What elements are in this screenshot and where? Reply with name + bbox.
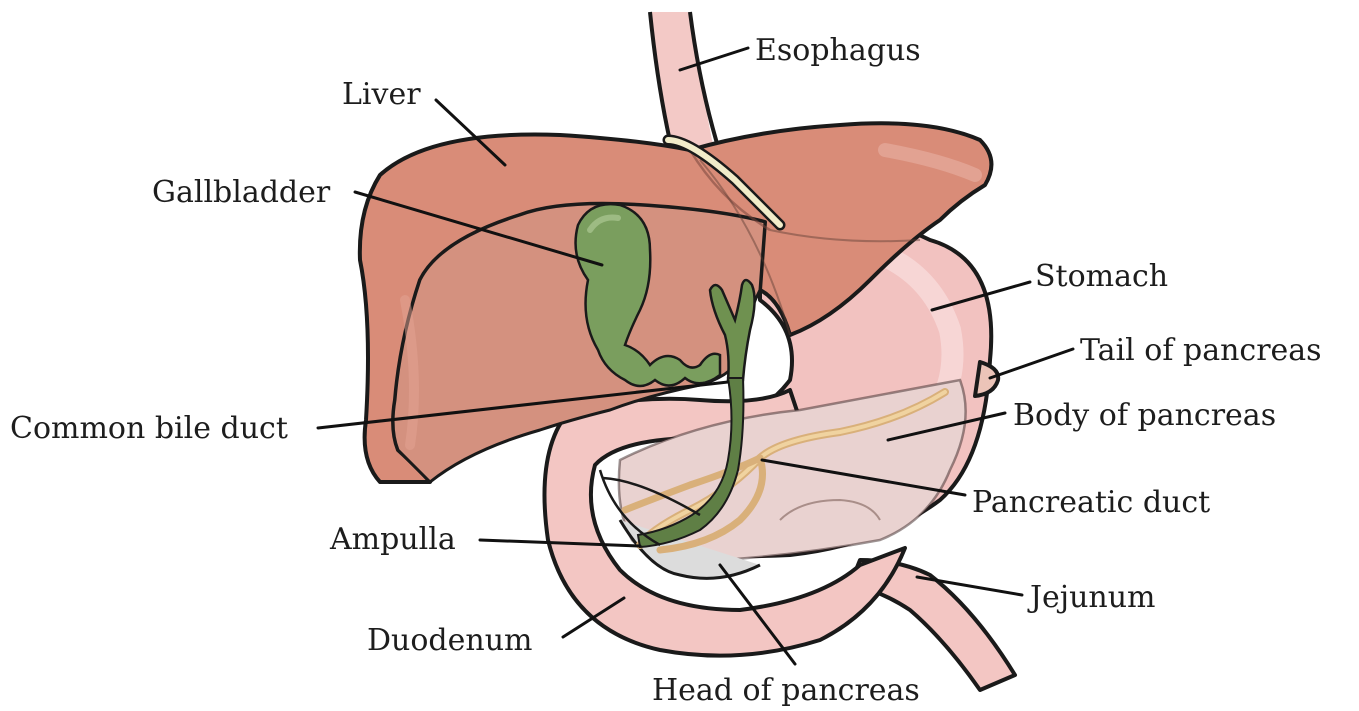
- label-jejunum: Jejunum: [1027, 580, 1156, 615]
- label-pancreatic-duct: Pancreatic duct: [972, 485, 1210, 520]
- label-gallbladder: Gallbladder: [152, 175, 331, 210]
- label-common-bile-duct: Common bile duct: [10, 411, 288, 446]
- label-head-of-pancreas: Head of pancreas: [652, 673, 920, 708]
- label-stomach: Stomach: [1035, 259, 1168, 294]
- pancreas-tail-organ: [975, 362, 998, 396]
- label-liver: Liver: [342, 77, 421, 112]
- label-body-of-pancreas: Body of pancreas: [1013, 398, 1276, 433]
- label-ampulla: Ampulla: [329, 522, 456, 557]
- label-duodenum: Duodenum: [367, 623, 532, 658]
- label-tail-of-pancreas: Tail of pancreas: [1080, 333, 1322, 368]
- leader-tail-of-pancreas: [990, 349, 1073, 378]
- label-esophagus: Esophagus: [755, 33, 921, 68]
